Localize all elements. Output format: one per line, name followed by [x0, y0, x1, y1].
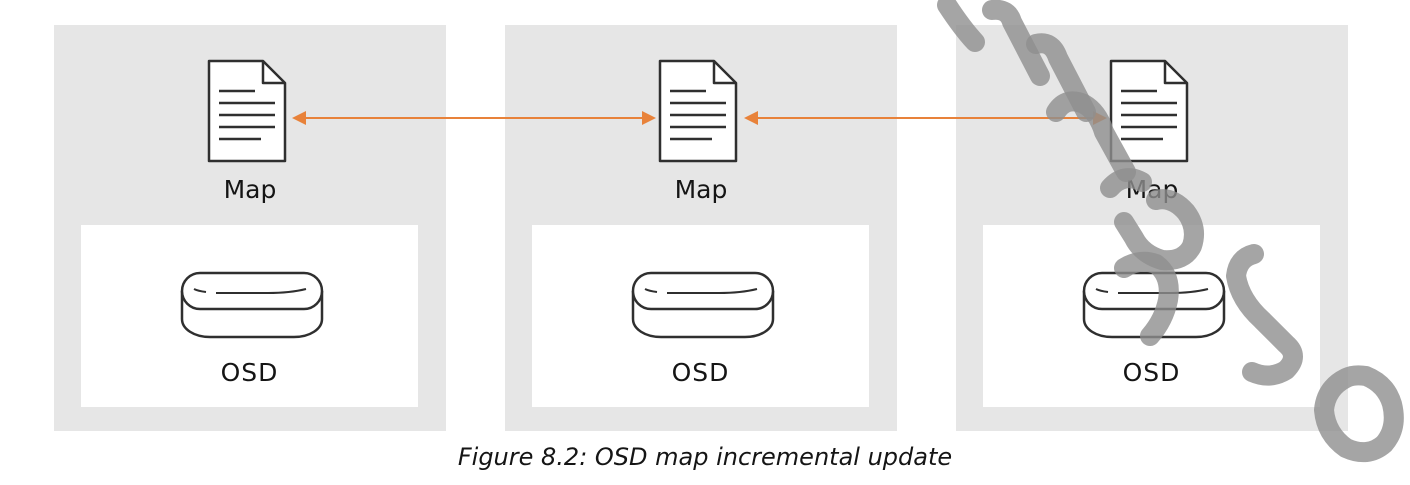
osd-box: OSD	[532, 225, 869, 407]
disk-icon	[631, 271, 775, 339]
node-1: Map OSD	[54, 25, 446, 431]
node-2: Map OSD	[505, 25, 897, 431]
osd-label: OSD	[220, 358, 279, 387]
osd-label: OSD	[671, 358, 730, 387]
disk-icon	[1082, 271, 1226, 339]
osd-box: OSD	[983, 225, 1320, 407]
map-label: Map	[674, 175, 728, 204]
document-icon	[1109, 59, 1189, 163]
map-label: Map	[223, 175, 277, 204]
figure-caption: Figure 8.2: OSD map incremental update	[457, 443, 953, 471]
document-icon	[658, 59, 738, 163]
osd-label: OSD	[1122, 358, 1181, 387]
map-label: Map	[1125, 175, 1179, 204]
document-icon	[207, 59, 287, 163]
osd-box: OSD	[81, 225, 418, 407]
disk-icon	[180, 271, 324, 339]
node-3: Map OSD	[956, 25, 1348, 431]
